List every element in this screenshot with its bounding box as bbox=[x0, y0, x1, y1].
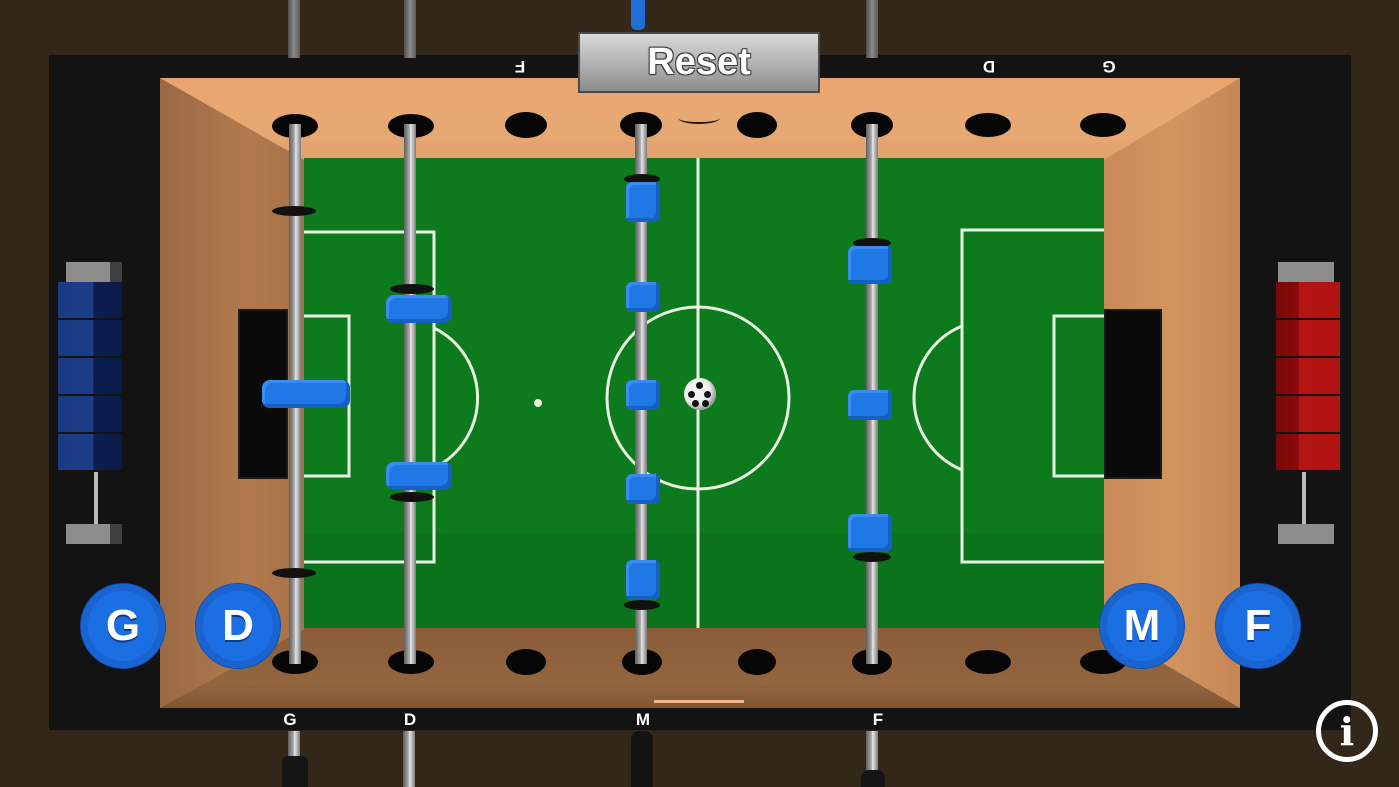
top-rod-label-defense: D bbox=[982, 57, 996, 76]
score-block-blue bbox=[58, 358, 122, 394]
bottom-rod-label-goalie: G bbox=[283, 710, 297, 729]
blue-player-forward bbox=[848, 390, 892, 420]
score-block-red bbox=[1276, 320, 1340, 356]
score-block-blue bbox=[58, 434, 122, 470]
score-counter-blue bbox=[58, 262, 122, 544]
rod-hole bbox=[965, 113, 1011, 137]
field-markings bbox=[304, 158, 1104, 628]
score-block-blue bbox=[58, 320, 122, 356]
rod-hole bbox=[1080, 113, 1126, 137]
blue-player-defense bbox=[386, 462, 452, 490]
blue-player-midfield bbox=[626, 182, 660, 222]
bottom-rod-label-forward: F bbox=[872, 710, 884, 729]
rod-forward-top-handle bbox=[866, 0, 878, 58]
score-block-blue bbox=[58, 282, 122, 318]
score-block-red bbox=[1276, 358, 1340, 394]
score-block-red bbox=[1276, 282, 1340, 318]
score-counter-red bbox=[1276, 262, 1340, 544]
score-counter-pole bbox=[94, 472, 98, 524]
reset-button[interactable]: Reset bbox=[578, 32, 820, 93]
rod-defense[interactable] bbox=[404, 124, 416, 664]
blue-player-goalie bbox=[262, 380, 350, 408]
blue-player-defense bbox=[386, 295, 452, 323]
score-block-blue bbox=[58, 396, 122, 432]
handle-grip bbox=[861, 770, 885, 787]
blue-player-midfield bbox=[626, 560, 660, 600]
rod-defense-top-handle bbox=[404, 0, 416, 58]
bottom-rod-label-midfield: M bbox=[635, 710, 651, 729]
score-counter-cap bbox=[66, 262, 122, 282]
top-rod-label-goalie: G bbox=[1102, 57, 1116, 76]
score-block-red bbox=[1276, 396, 1340, 432]
rod-stopper bbox=[390, 492, 434, 502]
top-rod-label-forward: F bbox=[514, 57, 526, 76]
score-counter-pole bbox=[1302, 472, 1306, 524]
soccer-ball bbox=[684, 378, 716, 410]
select-goalie-rod-button[interactable]: G bbox=[81, 584, 165, 668]
rod-hole bbox=[965, 650, 1011, 674]
info-button[interactable]: i bbox=[1316, 700, 1378, 762]
rod-stopper bbox=[624, 174, 660, 184]
score-counter-cap bbox=[1278, 262, 1334, 282]
blue-player-forward bbox=[848, 514, 892, 552]
rod-stopper bbox=[272, 568, 316, 578]
rod-stopper bbox=[272, 206, 316, 216]
playing-field bbox=[304, 158, 1104, 628]
rod-stopper bbox=[390, 284, 434, 294]
handle-grip bbox=[282, 756, 308, 787]
wall-center-marker bbox=[654, 700, 744, 703]
rod-midfield-top-handle bbox=[631, 0, 645, 30]
select-midfield-rod-button[interactable]: M bbox=[1100, 584, 1184, 668]
rod-stopper bbox=[853, 238, 891, 248]
score-block-red bbox=[1276, 434, 1340, 470]
table-wall-bottom bbox=[160, 628, 1240, 708]
blue-player-midfield bbox=[626, 474, 660, 504]
score-counter-cap bbox=[1278, 524, 1334, 544]
rod-hole bbox=[738, 649, 776, 675]
goal-right bbox=[1104, 309, 1162, 479]
blue-player-midfield bbox=[626, 282, 660, 312]
rod-stopper bbox=[853, 552, 891, 562]
rod-defense-handle[interactable] bbox=[403, 731, 415, 787]
select-forward-rod-button[interactable]: F bbox=[1216, 584, 1300, 668]
score-counter-cap bbox=[66, 524, 122, 544]
select-defense-rod-button[interactable]: D bbox=[196, 584, 280, 668]
rod-hole bbox=[506, 649, 546, 675]
blue-player-midfield bbox=[626, 380, 660, 410]
rod-midfield-handle[interactable] bbox=[631, 731, 653, 787]
rod-hole bbox=[505, 112, 547, 138]
bottom-rod-label-defense: D bbox=[403, 710, 417, 729]
rod-hole bbox=[737, 112, 777, 138]
blue-player-forward bbox=[848, 246, 892, 284]
rod-stopper bbox=[624, 600, 660, 610]
info-icon: i bbox=[1339, 708, 1355, 754]
rod-goalie-top-handle bbox=[288, 0, 300, 58]
wall-center-marker bbox=[678, 112, 720, 124]
